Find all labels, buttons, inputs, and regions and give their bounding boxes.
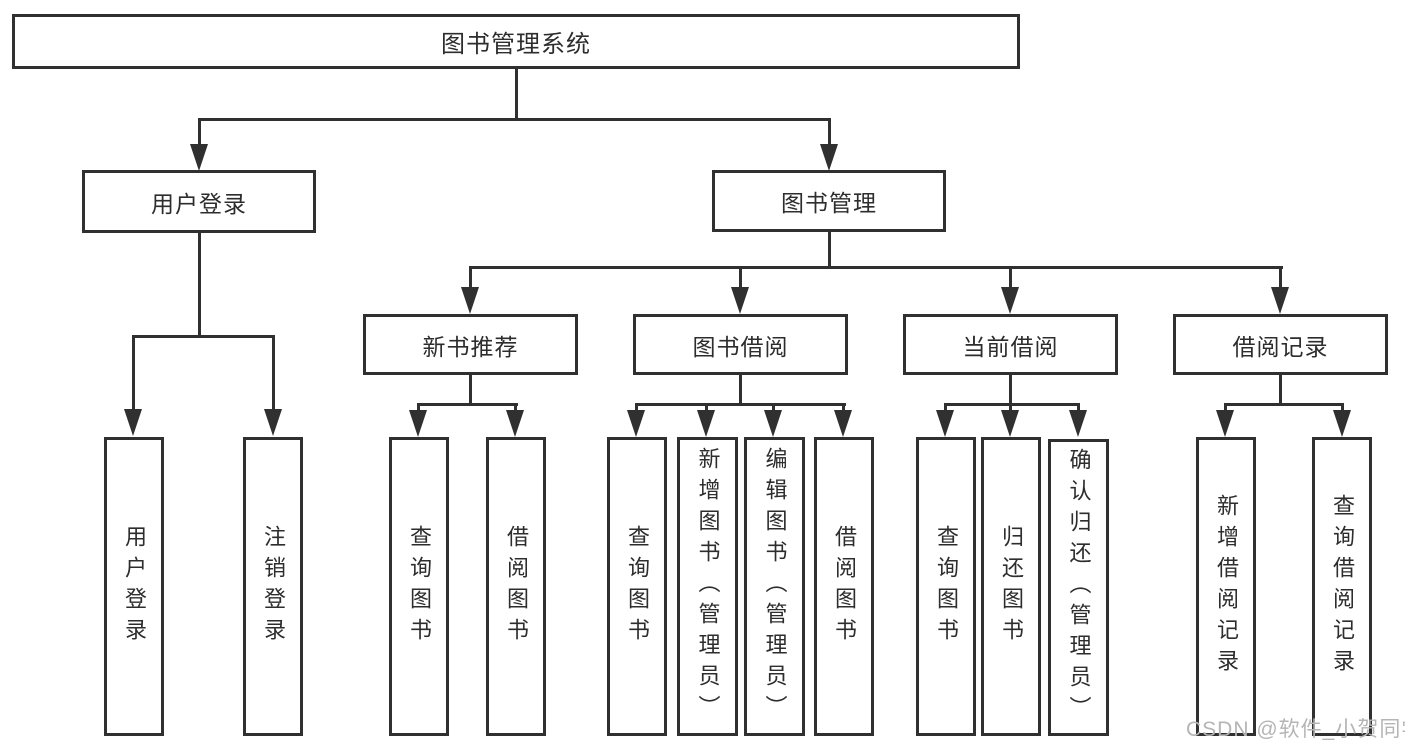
connector-line <box>272 336 275 411</box>
arrow-down-icon <box>1001 287 1019 314</box>
connector-line <box>515 69 518 120</box>
connector-line <box>417 403 518 406</box>
connector-line <box>944 403 1080 406</box>
node-book-management-label: 图书管理 <box>781 190 877 216</box>
node-borrow-records-label: 借阅记录 <box>1232 333 1329 360</box>
connector-line <box>739 267 742 288</box>
leaf-confirm-return-admin-label: 确认归还（管理员） <box>1066 448 1092 727</box>
node-book-management: 图书管理 <box>712 170 946 232</box>
arrow-down-icon <box>461 287 479 314</box>
leaf-logout: 注销登录 <box>243 437 303 736</box>
connector-line <box>1224 404 1227 412</box>
arrow-down-icon <box>627 410 645 437</box>
connector-line <box>514 404 517 412</box>
leaf-borrow-books-recommend: 借阅图书 <box>486 437 546 736</box>
leaf-add-borrow-record-label: 新增借阅记录 <box>1214 493 1239 680</box>
leaf-query-books-borrow-label: 查询图书 <box>625 524 650 649</box>
leaf-return-books-label: 归还图书 <box>999 524 1024 649</box>
leaf-borrow-books: 借阅图书 <box>814 437 874 736</box>
leaf-query-books-current-label: 查询图书 <box>934 524 959 649</box>
connector-line <box>1279 375 1282 404</box>
node-borrow-records: 借阅记录 <box>1173 314 1388 375</box>
connector-line <box>1009 404 1012 412</box>
leaf-edit-books-admin-label: 编辑图书（管理员） <box>762 447 788 726</box>
leaf-borrow-books-label: 借阅图书 <box>832 524 857 649</box>
arrow-down-icon <box>1001 410 1019 437</box>
node-current-borrow: 当前借阅 <box>903 314 1118 375</box>
connector-line <box>417 404 420 412</box>
arrow-down-icon <box>731 287 749 314</box>
node-root: 图书管理系统 <box>12 14 1020 69</box>
arrow-down-icon <box>1216 410 1234 437</box>
leaf-add-books-admin-label: 新增图书（管理员） <box>695 447 721 726</box>
connector-line <box>772 404 775 412</box>
leaf-user-login-label: 用户登录 <box>122 524 147 649</box>
leaf-query-borrow-record-label: 查询借阅记录 <box>1330 493 1355 680</box>
node-user-login: 用户登录 <box>82 170 316 233</box>
arrow-down-icon <box>1333 410 1351 437</box>
arrow-down-icon <box>1069 410 1087 437</box>
connector-line <box>198 119 201 146</box>
connector-line <box>828 232 831 268</box>
leaf-query-books-current: 查询图书 <box>916 437 976 736</box>
node-current-borrow-label: 当前借阅 <box>962 333 1059 360</box>
arrow-down-icon <box>936 410 954 437</box>
arrow-down-icon <box>764 410 782 437</box>
connector-line <box>1341 404 1344 412</box>
connector-line <box>469 266 1283 269</box>
node-new-book-recommend-label: 新书推荐 <box>422 333 519 360</box>
connector-line <box>842 404 845 412</box>
connector-line <box>944 404 947 412</box>
node-book-borrow-label: 图书借阅 <box>692 333 789 360</box>
leaf-add-borrow-record: 新增借阅记录 <box>1196 437 1256 736</box>
connector-line <box>198 233 201 337</box>
leaf-logout-label: 注销登录 <box>261 524 286 649</box>
connector-line <box>705 404 708 412</box>
connector-line <box>1009 375 1012 404</box>
connector-line <box>1009 267 1012 288</box>
arrow-down-icon <box>1271 287 1289 314</box>
connector-line <box>469 267 472 288</box>
connector-line <box>828 119 831 146</box>
leaf-borrow-books-recommend-label: 借阅图书 <box>504 524 529 649</box>
arrow-down-icon <box>409 410 427 437</box>
connector-line <box>635 403 846 406</box>
connector-line <box>1224 403 1344 406</box>
leaf-confirm-return-admin: 确认归还（管理员） <box>1048 439 1109 736</box>
connector-line <box>198 118 831 121</box>
connector-line <box>739 375 742 404</box>
connector-line <box>1077 404 1080 412</box>
arrow-down-icon <box>264 409 282 436</box>
csdn-watermark: CSDN @软件_小贺同学 <box>1186 718 1405 741</box>
node-root-label: 图书管理系统 <box>441 31 591 58</box>
leaf-query-borrow-record: 查询借阅记录 <box>1312 437 1372 736</box>
leaf-add-books-admin: 新增图书（管理员） <box>677 437 738 736</box>
leaf-return-books: 归还图书 <box>981 437 1041 736</box>
connector-line <box>635 404 638 412</box>
connector-line <box>132 335 275 338</box>
connector-line <box>469 375 472 404</box>
leaf-query-books-borrow: 查询图书 <box>607 437 667 736</box>
node-book-borrow: 图书借阅 <box>633 314 848 375</box>
arrow-down-icon <box>834 410 852 437</box>
leaf-query-books-recommend-label: 查询图书 <box>407 524 432 649</box>
leaf-user-login: 用户登录 <box>104 437 164 736</box>
node-new-book-recommend: 新书推荐 <box>363 314 578 375</box>
arrow-down-icon <box>124 409 142 436</box>
connector-line <box>1279 267 1282 288</box>
connector-line <box>132 336 135 411</box>
arrow-down-icon <box>190 144 208 171</box>
arrow-down-icon <box>820 144 838 171</box>
leaf-query-books-recommend: 查询图书 <box>389 437 449 736</box>
leaf-edit-books-admin: 编辑图书（管理员） <box>744 437 805 736</box>
node-user-login-label: 用户登录 <box>151 190 247 217</box>
arrow-down-icon <box>506 410 524 437</box>
arrow-down-icon <box>697 410 715 437</box>
